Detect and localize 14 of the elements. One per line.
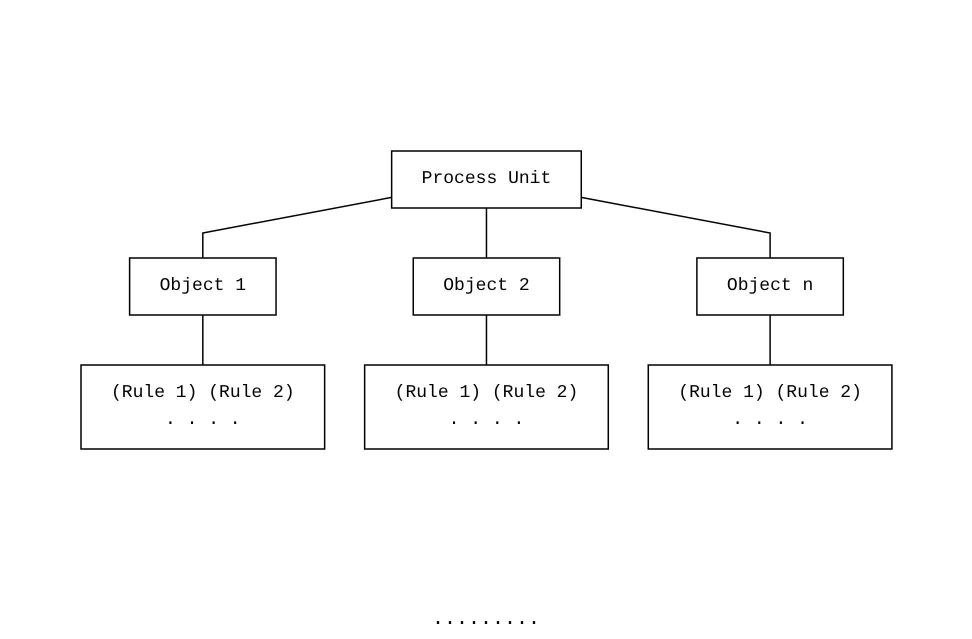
node-box: (Rule 1) (Rule 2) . . . . (80, 364, 325, 450)
connector (768, 315, 770, 365)
connector (202, 315, 204, 365)
connector (485, 208, 487, 258)
connector (580, 196, 770, 258)
node-box: Object n (696, 257, 844, 316)
node-box: Object 1 (128, 257, 276, 316)
node-box: (Rule 1) (Rule 2) . . . . (363, 364, 609, 450)
node-box: Process Unit (390, 150, 582, 209)
node-box: Object 2 (412, 257, 560, 316)
ellipsis-text: ......... (432, 608, 540, 631)
connector (485, 315, 487, 365)
connector (202, 196, 392, 258)
node-box: (Rule 1) (Rule 2) . . . . (647, 364, 892, 450)
